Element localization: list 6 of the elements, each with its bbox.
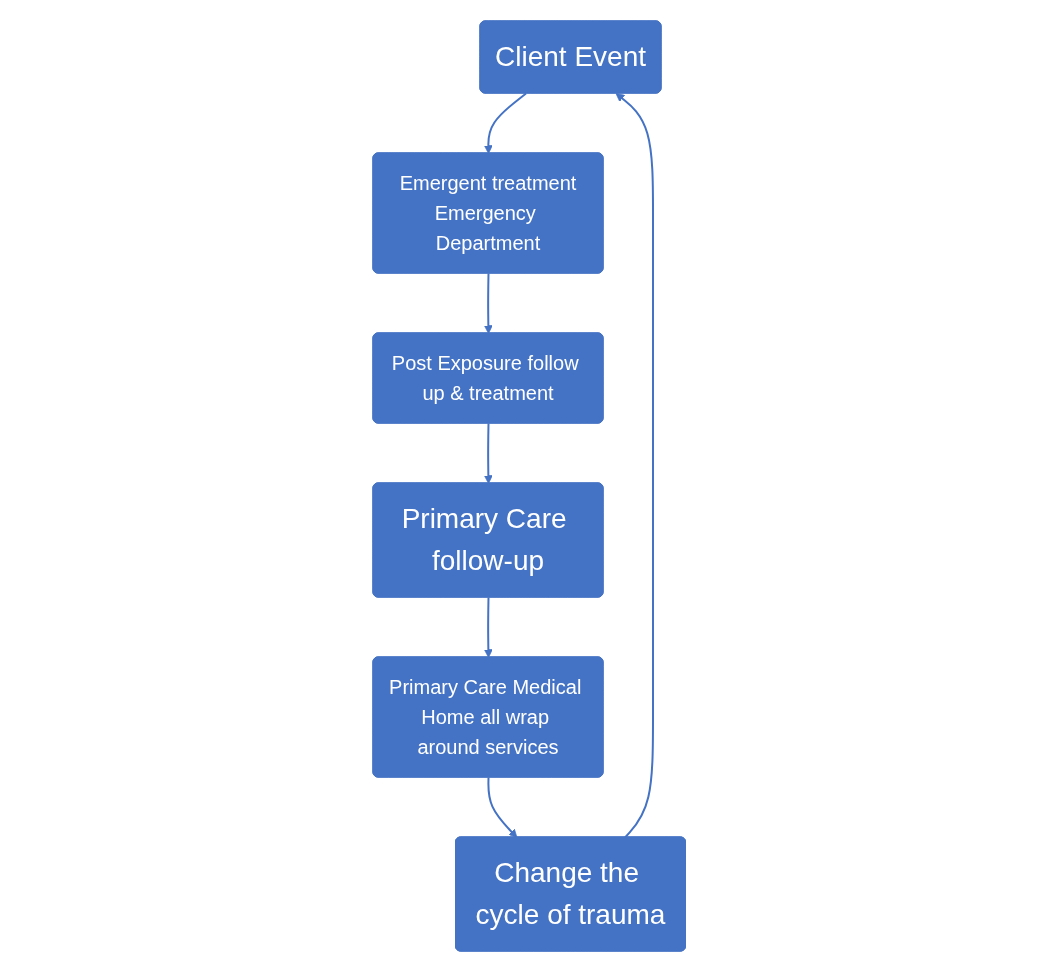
arrow xyxy=(483,596,493,658)
arrow xyxy=(483,272,493,334)
arrow xyxy=(487,776,518,838)
arrow xyxy=(615,93,654,839)
arrow xyxy=(483,92,527,154)
arrow xyxy=(483,422,493,484)
